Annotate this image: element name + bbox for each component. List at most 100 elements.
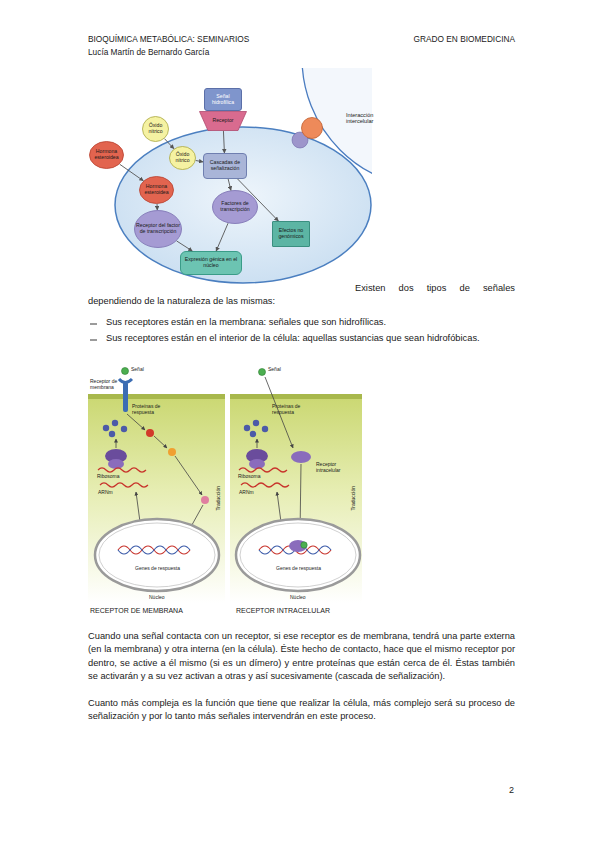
membrane-receptor-illustration (119, 379, 132, 383)
membrane-receptor-illustration (175, 456, 202, 495)
figure-label: Receptor de membrana (90, 379, 124, 391)
signal-arrow (228, 179, 231, 190)
intracellular-receptor-illustration (241, 483, 289, 487)
membrane-receptor-illustration (201, 496, 209, 504)
page-header: GRADO EN BIOMEDICINA (414, 35, 515, 45)
membrane-receptor-illustration (118, 546, 190, 554)
membrane-receptor-illustration (88, 394, 225, 399)
panel-caption: RECEPTOR DE MEMBRANA (90, 607, 183, 615)
molecule-circle-outline (140, 177, 174, 204)
process-box: Cascadas de señalización (203, 153, 247, 179)
node-text: Señal hidrofílica (205, 94, 241, 106)
molecule-circle: Hormona esteroidea (139, 176, 174, 204)
bullet-dash (90, 324, 97, 340)
signal-arrow (177, 241, 193, 251)
molecule-circle-outline (143, 117, 169, 142)
node-text: Receptor del factor de transcripción (134, 223, 182, 235)
intracellular-receptor-illustration (291, 451, 311, 463)
intracellular-receptor-illustration (289, 540, 307, 552)
membrane-receptor-illustration (154, 436, 167, 448)
figure-label: Traducción (216, 486, 222, 511)
body-paragraph: Cuanto más compleja es la función que ti… (88, 697, 515, 724)
receptor-shape-outline (200, 112, 247, 131)
contact-circle-outline (301, 117, 323, 139)
bullet-item: Sus receptores están en la membrana: señ… (106, 317, 516, 328)
figure-label: Núcleo (290, 595, 306, 601)
factor-circle-outline (135, 211, 182, 248)
membrane-receptor-illustration (103, 425, 109, 431)
page-header: BIOQUÍMICA METABÓLICA: SEMINARIOS (88, 35, 249, 45)
node-text: Hormona esteroidea (89, 149, 124, 161)
membrane-receptor-illustration (88, 398, 225, 603)
intracellular-receptor-illustration (249, 459, 265, 469)
bullet-dash (90, 324, 97, 325)
membrane-receptor-illustration (98, 468, 146, 472)
intracellular-receptor-illustration (277, 492, 281, 522)
intracellular-receptor-illustration (240, 523, 356, 587)
signal-arrow (196, 160, 203, 161)
molecule-circle: Óxido nítrico (169, 146, 196, 170)
node-text: Factores de transcripción (212, 201, 258, 213)
intracellular-receptor-illustration (230, 398, 362, 603)
panel-caption: RECEPTOR INTRACELULAR (236, 607, 330, 615)
factor-circle-outline (213, 191, 258, 224)
signal-arrow (165, 139, 174, 149)
signal-arrow (223, 131, 225, 153)
membrane-receptor-illustration (108, 459, 124, 469)
figure-label: ARNm (98, 490, 113, 496)
membrane-receptor-illustration (168, 448, 176, 456)
membrane-receptor-illustration (100, 483, 148, 487)
intracellular-receptor-illustration (257, 439, 258, 448)
factor-circle: Receptor del factor de transcripción (134, 210, 182, 248)
node-text: Interacción intercelular (345, 112, 383, 125)
node-text: Efectos no genómicos (273, 228, 309, 240)
cell-illustration (115, 127, 371, 283)
signal-arrow (157, 204, 158, 210)
figure-label: Genes de respuesta (276, 566, 321, 572)
figure-label: Señal (131, 367, 144, 373)
node-text: Expresión génica en el núcleo (181, 257, 241, 269)
membrane-receptor-illustration (112, 420, 118, 426)
process-box: Expresión génica en el núcleo (180, 251, 242, 275)
intracellular-receptor-illustration (230, 394, 362, 399)
factor-circle: Factores de transcripción (212, 190, 258, 224)
node-text: Óxido nítrico (169, 152, 196, 164)
intracellular-receptor-illustration (301, 542, 307, 548)
author-name: Lucía Martín de Bernardo García (88, 48, 209, 58)
molecule-circle: Hormona esteroidea (89, 141, 124, 169)
body-paragraph: Existen dos tipos de señales dependiendo… (88, 282, 515, 309)
intracellular-receptor-illustration (250, 431, 256, 437)
signal-arrow (216, 223, 228, 251)
intracellular-receptor-illustration (244, 425, 250, 431)
membrane-receptor-illustration (123, 382, 128, 412)
figure-label: Núcleo (149, 595, 165, 601)
bullet-item: Sus receptores están en el interior de l… (106, 333, 516, 344)
membrane-receptor-illustration (116, 439, 117, 448)
membrane-receptor-illustration (88, 368, 225, 604)
intracellular-receptor-illustration (236, 519, 360, 591)
membrane-receptor-illustration (127, 414, 145, 430)
figure-label: Proteínas de respuesta (272, 404, 308, 416)
intracellular-receptor-illustration (239, 468, 287, 472)
intracellular-receptor-illustration (262, 426, 268, 432)
membrane-receptor-illustration (95, 519, 219, 591)
membrane-receptor-illustration (121, 426, 127, 432)
intracellular-receptor-illustration (259, 369, 266, 376)
page-number: 2 (509, 785, 514, 795)
node-text: Hormona esteroidea (139, 184, 174, 196)
process-box: Efectos no genómicos (272, 221, 310, 247)
intracellular-receptor-illustration (253, 420, 259, 426)
figure-label: Traducción (351, 486, 357, 511)
membrane-receptor-illustration (146, 429, 154, 437)
receptor-shape: Receptor (199, 111, 247, 131)
membrane-receptor-illustration (136, 492, 140, 522)
figure-label: Ribosoma (97, 474, 120, 480)
figure-label: Señal (268, 367, 281, 373)
figure-label: Genes de respuesta (135, 566, 180, 572)
node-text: Receptor (211, 118, 234, 124)
bullet-dash (90, 340, 97, 341)
membrane-receptor-illustration (118, 546, 190, 554)
cell-illustration (115, 68, 372, 283)
node-text: Cascadas de señalización (204, 160, 246, 172)
intracellular-receptor-illustration (230, 369, 362, 604)
